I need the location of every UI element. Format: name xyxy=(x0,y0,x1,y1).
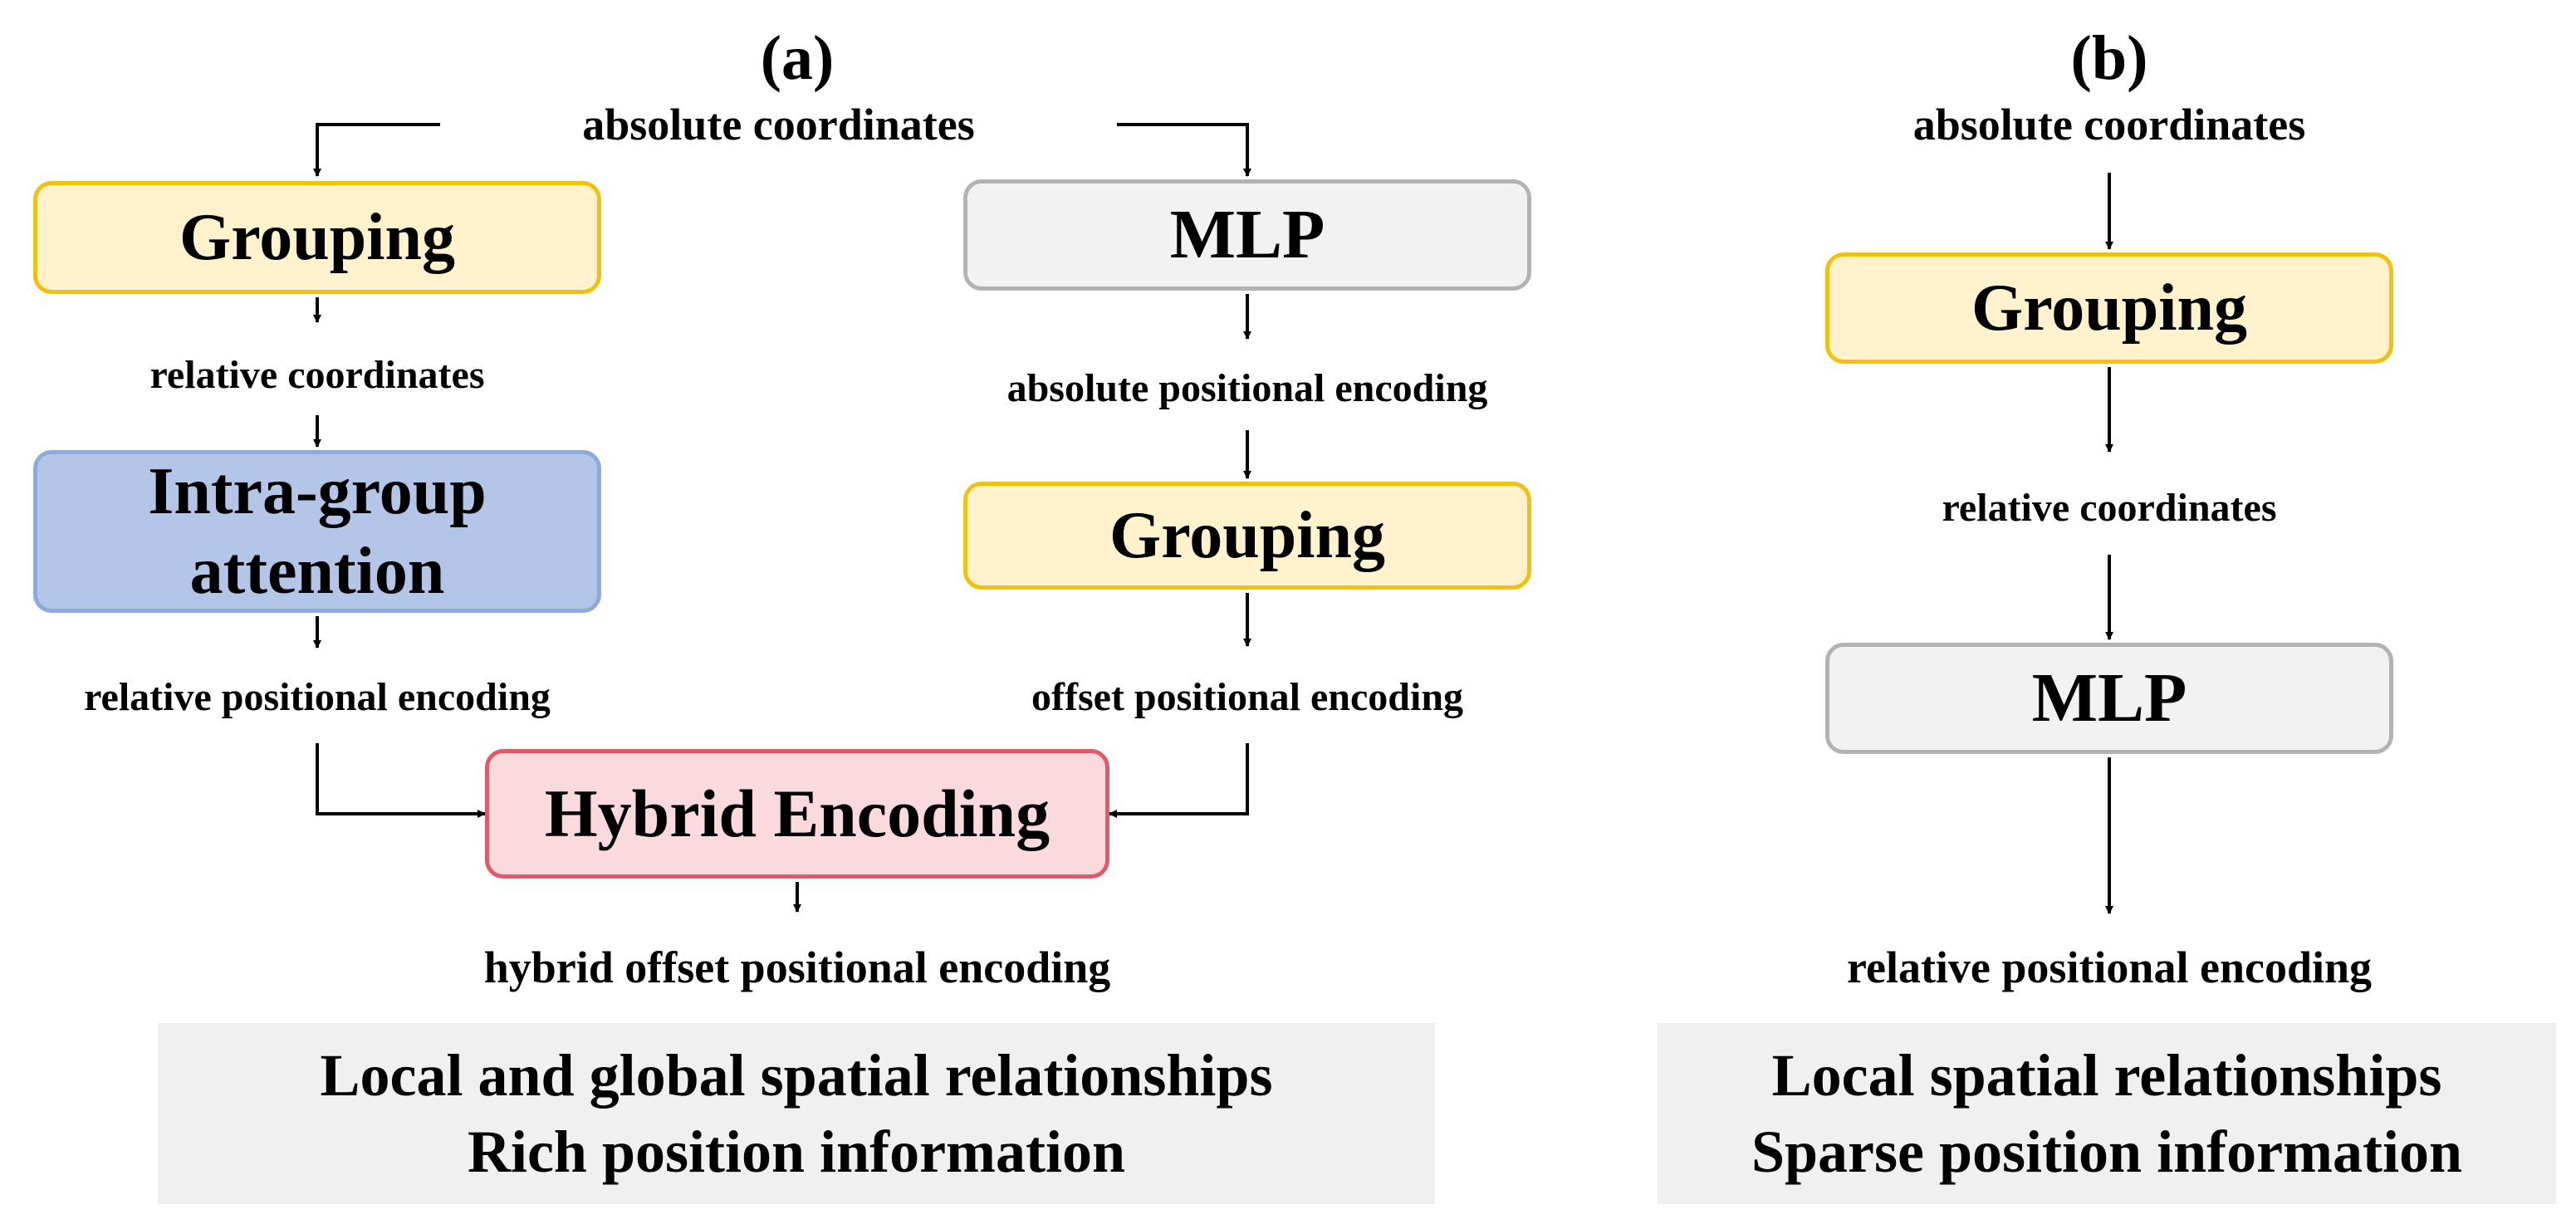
grouping-box-right: Grouping xyxy=(963,482,1531,590)
arrow-input-to-grouping-left xyxy=(313,123,440,177)
grouping-box-b: Grouping xyxy=(1825,252,2393,364)
summary-a-line2: Rich position information xyxy=(467,1119,1126,1185)
arrow-input-to-mlp xyxy=(1117,123,1251,177)
grouping-box-left-label: Grouping xyxy=(179,201,455,274)
relative-positional-encoding-label: relative positional encoding xyxy=(84,675,551,719)
arrow-offsetpe-to-hybrid xyxy=(1109,743,1249,818)
panel-a-label: (a) xyxy=(760,23,835,93)
mlp-box-a-label: MLP xyxy=(1169,195,1325,273)
grouping-box-left: Grouping xyxy=(33,181,601,294)
attention-line2: attention xyxy=(189,535,445,608)
hybrid-offset-positional-encoding-label: hybrid offset positional encoding xyxy=(483,943,1111,992)
grouping-box-b-label: Grouping xyxy=(1971,272,2247,345)
relative-coordinates-label: relative coordinates xyxy=(149,353,485,397)
absolute-positional-encoding-label: absolute positional encoding xyxy=(1006,366,1488,410)
arrow-relpe-to-hybrid xyxy=(316,743,486,818)
hybrid-encoding-label: Hybrid Encoding xyxy=(544,775,1050,851)
panel-b-relative-coordinates-label: relative coordinates xyxy=(1942,486,2277,530)
summary-box-b: Local spatial relationships Sparse posit… xyxy=(1658,1023,2556,1204)
mlp-box-b: MLP xyxy=(1825,643,2393,754)
panel-b-output-label: relative positional encoding xyxy=(1846,943,2373,992)
summary-box-a: Local and global spatial relationships R… xyxy=(158,1023,1435,1204)
hybrid-encoding-box: Hybrid Encoding xyxy=(485,749,1109,879)
summary-b-line1: Local spatial relationships xyxy=(1771,1041,2442,1109)
panel-b-label: (b) xyxy=(2070,23,2148,93)
mlp-box-b-label: MLP xyxy=(2031,659,2187,737)
panel-a-input-label: absolute coordinates xyxy=(582,100,975,149)
intra-group-attention-box: Intra-group attention xyxy=(33,450,601,613)
offset-positional-encoding-label: offset positional encoding xyxy=(1031,675,1464,719)
attention-line1: Intra-group xyxy=(148,455,487,528)
summary-b-line2: Sparse position information xyxy=(1751,1119,2463,1185)
panel-b-input-label: absolute coordinates xyxy=(1912,100,2306,149)
summary-a-line1: Local and global spatial relationships xyxy=(320,1041,1273,1109)
mlp-box-a: MLP xyxy=(963,179,1531,291)
grouping-box-right-label: Grouping xyxy=(1109,499,1385,572)
